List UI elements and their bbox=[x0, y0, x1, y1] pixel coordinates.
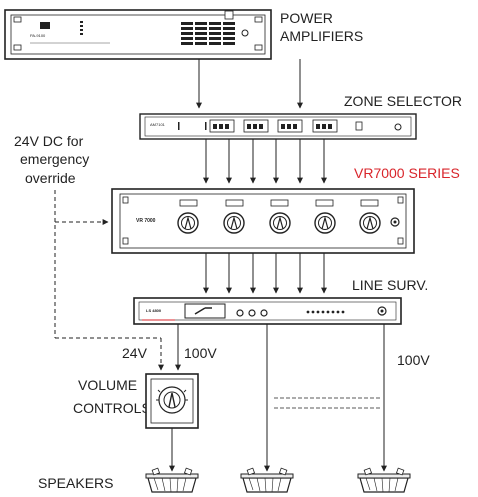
vr7000-knob bbox=[359, 212, 381, 234]
amp-mount-hole bbox=[13, 16, 22, 23]
volume-control-unit bbox=[145, 373, 199, 429]
label-24v: 24V bbox=[122, 345, 148, 361]
zone-selector-unit: AM7101 bbox=[139, 113, 417, 140]
zone-selector-switch bbox=[355, 121, 363, 131]
vr7000-model: VR 7000 bbox=[136, 218, 156, 224]
vr7000-knob bbox=[314, 212, 336, 234]
line-surveillance-unit: LS 4800 bbox=[133, 297, 402, 325]
vr7000-knob bbox=[223, 212, 245, 234]
label-volume-1: VOLUME bbox=[78, 377, 137, 393]
amp-model-label: PA-9100 bbox=[30, 33, 46, 38]
vr7000-knob bbox=[269, 212, 291, 234]
emergency-dc-line bbox=[54, 190, 164, 371]
line-surv-display bbox=[184, 303, 226, 319]
label-zone-selector: ZONE SELECTOR bbox=[344, 93, 462, 109]
amp-knob bbox=[241, 29, 249, 37]
speaker-icon bbox=[240, 467, 294, 493]
speaker-icon bbox=[145, 467, 199, 493]
amp-power-switch bbox=[40, 22, 50, 29]
vr7000-unit: VR 7000 bbox=[111, 188, 415, 254]
connectors-zone-vr7000 bbox=[203, 139, 327, 184]
label-emergency-1: 24V DC for bbox=[14, 133, 84, 149]
label-line-surv: LINE SURV. bbox=[352, 277, 428, 293]
label-100v-left: 100V bbox=[184, 345, 217, 361]
vr7000-indicators bbox=[179, 199, 379, 207]
line-surv-knob bbox=[260, 309, 268, 317]
label-100v-right: 100V bbox=[397, 352, 430, 368]
zone-selector-model: AM7101 bbox=[150, 122, 166, 127]
speaker-icon bbox=[357, 467, 411, 493]
line-surv-model: LS 4800 bbox=[146, 308, 162, 313]
line-surv-leds bbox=[306, 310, 345, 314]
amp-indicator-leds bbox=[80, 21, 83, 35]
label-volume-2: CONTROLS bbox=[73, 400, 151, 416]
amp-mount-hole bbox=[254, 16, 263, 23]
amp-mount-hole bbox=[254, 44, 263, 51]
label-emergency-3: override bbox=[25, 170, 76, 186]
zone-selector-knob bbox=[394, 123, 402, 131]
line-surv-knob bbox=[248, 309, 256, 317]
label-power-amplifiers-1: POWER bbox=[280, 10, 333, 26]
label-vr7000-series: VR7000 SERIES bbox=[354, 165, 460, 181]
power-amplifier: PA-9100 bbox=[4, 9, 272, 60]
label-speakers: SPEAKERS bbox=[38, 475, 113, 491]
vr7000-knob bbox=[177, 212, 199, 234]
amp-mount-hole bbox=[13, 44, 22, 51]
amp-vent-grille bbox=[181, 22, 235, 45]
label-power-amplifiers-2: AMPLIFIERS bbox=[280, 28, 363, 44]
dashed-continuation bbox=[274, 397, 380, 409]
line-surv-knob bbox=[236, 309, 244, 317]
connectors-vr7000-linesurv bbox=[203, 253, 327, 294]
label-emergency-2: emergency bbox=[20, 151, 89, 167]
